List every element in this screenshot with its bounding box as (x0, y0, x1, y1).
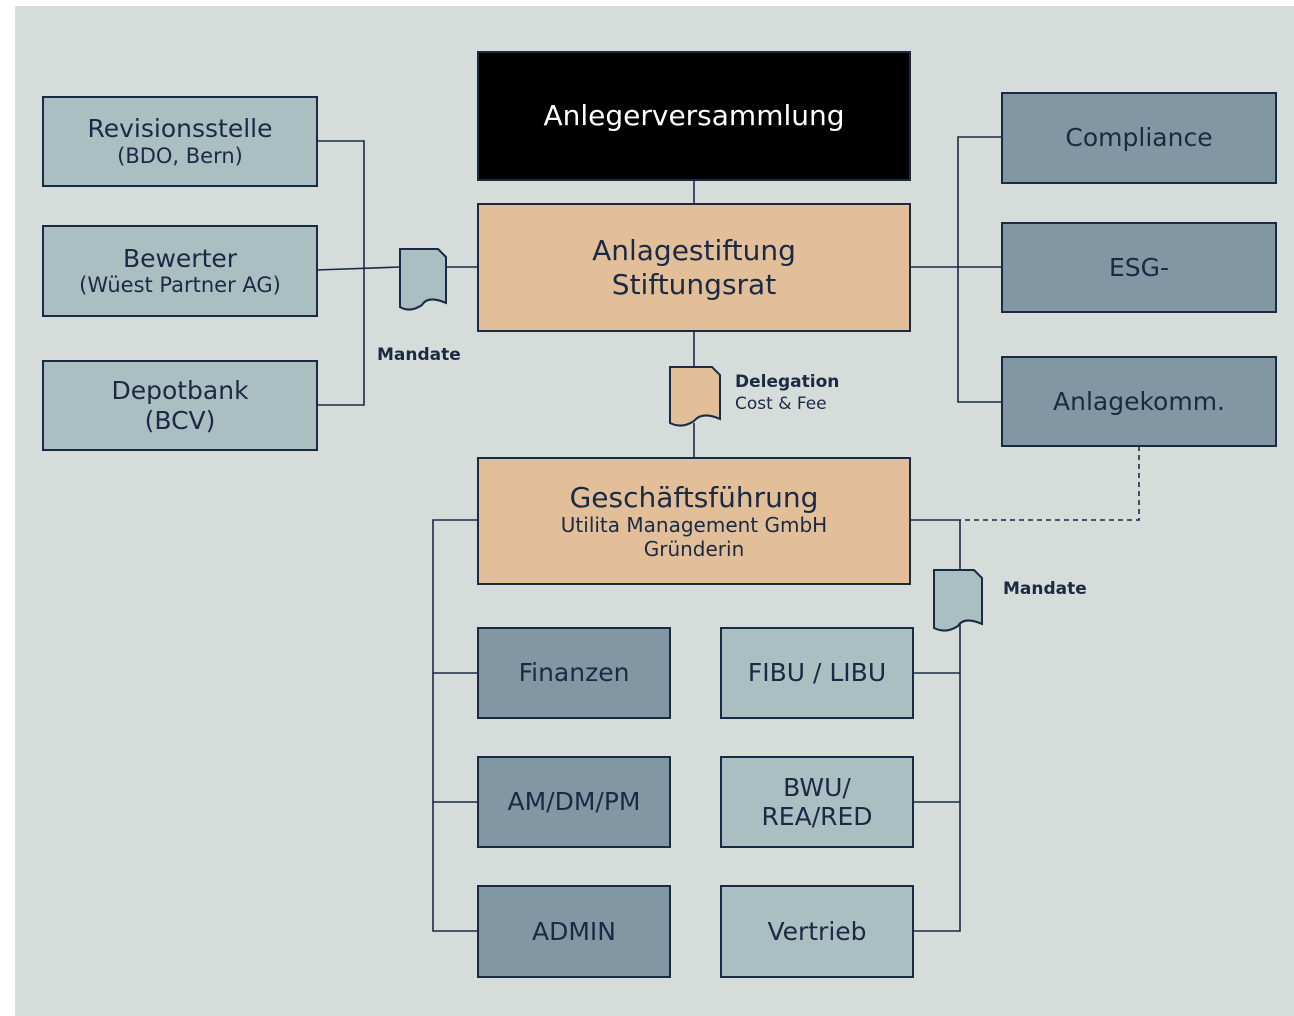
finanzen-box: Finanzen (477, 627, 671, 719)
foundation-line2: Stiftungsrat (611, 267, 777, 301)
esg-label: ESG- (1108, 252, 1170, 282)
anlegerversammlung-label: Anlegerversammlung (543, 99, 845, 133)
esg-box: ESG- (1001, 222, 1277, 313)
delegation-document-icon (669, 366, 721, 427)
mandate-right-text: Mandate (1003, 579, 1087, 599)
geschaeftsfuehrung-box: Geschäftsführung Utilita Management GmbH… (477, 457, 911, 585)
admin-box: ADMIN (477, 885, 671, 978)
delegation-label: Delegation Cost & Fee (735, 371, 839, 415)
depotbank-sub: (BCV) (144, 405, 216, 435)
anlagekommission-label: Anlagekomm. (1053, 386, 1225, 416)
anlegerversammlung-box: Anlegerversammlung (477, 51, 911, 181)
anlagestiftung-box: Anlagestiftung Stiftungsrat (477, 203, 911, 332)
revisionsstelle-box: Revisionsstelle (BDO, Bern) (42, 96, 318, 187)
compliance-box: Compliance (1001, 92, 1277, 184)
admin-label: ADMIN (532, 916, 616, 946)
bewerter-title: Bewerter (122, 243, 238, 273)
rea-red-label: REA/RED (761, 802, 873, 831)
delegation-sub-text: Cost & Fee (735, 394, 827, 415)
bwu-label: BWU/ (783, 772, 851, 802)
revisionsstelle-sub: (BDO, Bern) (117, 143, 243, 168)
vertrieb-label: Vertrieb (767, 916, 867, 946)
mandate-document-icon (399, 248, 447, 311)
depotbank-box: Depotbank (BCV) (42, 360, 318, 451)
am-dm-pm-label: AM/DM/PM (507, 787, 641, 817)
management-line2: Utilita Management GmbH (560, 512, 828, 537)
vertrieb-box: Vertrieb (720, 885, 914, 978)
fibu-libu-box: FIBU / LIBU (720, 627, 914, 719)
finanzen-label: Finanzen (518, 658, 630, 688)
bwu-rea-red-box: BWU/ REA/RED (720, 756, 914, 848)
bewerter-box: Bewerter (Wüest Partner AG) (42, 225, 318, 317)
anlagekommission-box: Anlagekomm. (1001, 356, 1277, 447)
revisionsstelle-title: Revisionsstelle (87, 114, 273, 144)
management-line3: Gründerin (643, 536, 745, 561)
compliance-label: Compliance (1065, 123, 1213, 153)
bewerter-sub: (Wüest Partner AG) (79, 273, 281, 298)
mandate-document-icon (933, 569, 983, 632)
depotbank-title: Depotbank (111, 376, 249, 405)
delegation-text: Delegation (735, 372, 840, 392)
foundation-line1: Anlagestiftung (592, 234, 796, 268)
mandate-right-label: Mandate (1003, 578, 1087, 600)
am-dm-pm-box: AM/DM/PM (477, 756, 671, 848)
mandate-left-text: Mandate (377, 345, 461, 365)
management-title: Geschäftsführung (569, 480, 819, 514)
fibu-libu-label: FIBU / LIBU (747, 658, 887, 688)
mandate-left-label: Mandate (377, 344, 461, 366)
